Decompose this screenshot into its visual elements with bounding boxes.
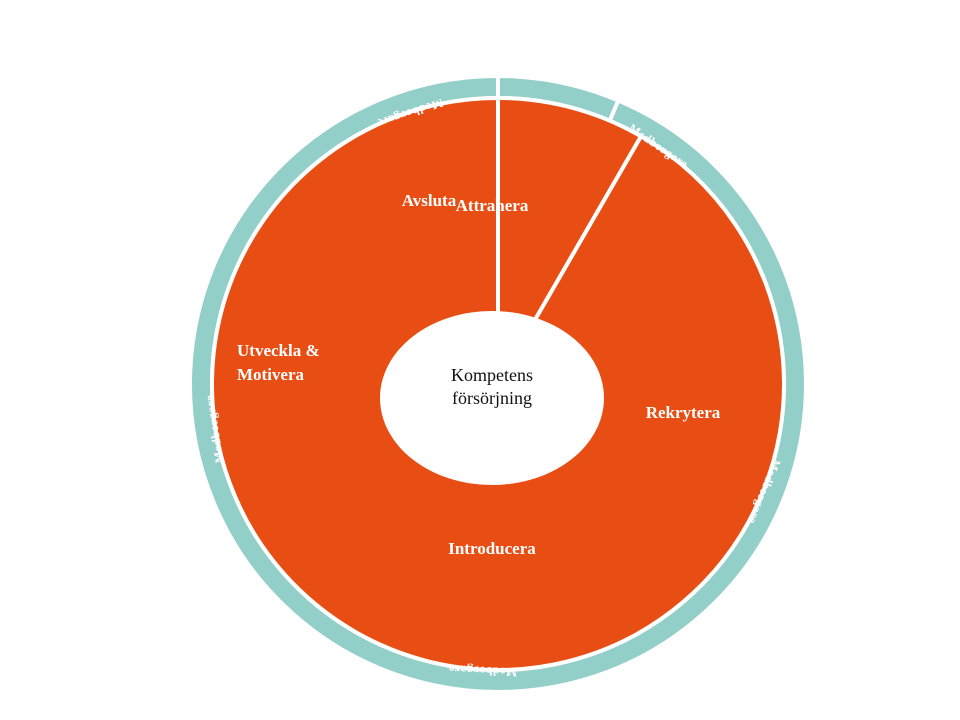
segment-label-utveckla-line1: Utveckla & (237, 341, 320, 360)
segment-label-utveckla-line2: Motivera (237, 365, 305, 384)
segment-label-avsluta: Avsluta (402, 191, 457, 210)
center-circle (380, 311, 604, 485)
segment-label-introducera: Introducera (448, 539, 536, 558)
center-label-line2: försörjning (452, 388, 532, 408)
center-label-line1: Kompetens (451, 365, 533, 385)
ring-label-3: Medborgare (448, 662, 518, 680)
segment-label-rekrytera: Rekrytera (646, 403, 721, 422)
segment-label-attrahera: Attrahera (456, 196, 529, 215)
center-hub: Kompetens försörjning (380, 311, 604, 485)
